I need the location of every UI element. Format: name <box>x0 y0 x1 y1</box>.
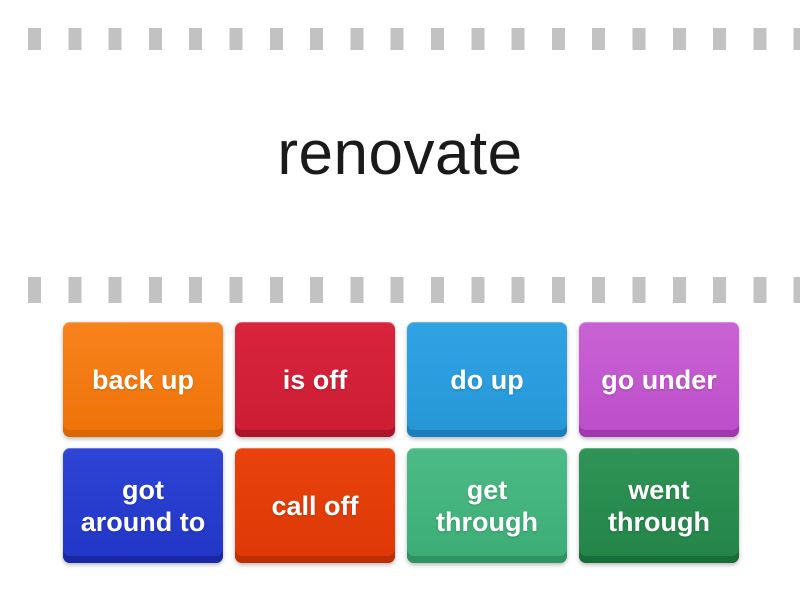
answer-grid: back up is off do up go under got around… <box>63 322 739 563</box>
film-strip-middle <box>28 277 800 303</box>
answer-tile-label: went through <box>608 474 710 537</box>
prompt-word: renovate <box>277 119 523 188</box>
answer-tile-call-off[interactable]: call off <box>235 448 395 563</box>
answer-tile-label: do up <box>450 364 524 395</box>
answer-tile-go-under[interactable]: go under <box>579 322 739 437</box>
answer-tile-label: is off <box>282 364 348 395</box>
answer-tile-label: back up <box>91 364 195 395</box>
film-strip-top <box>28 28 800 50</box>
answer-tile-do-up[interactable]: do up <box>407 322 567 437</box>
answer-tile-get-through[interactable]: get through <box>407 448 567 563</box>
answer-tile-label: call off <box>271 490 359 521</box>
answer-tile-got-around-to[interactable]: got around to <box>63 448 223 563</box>
answer-tile-label: go under <box>601 364 717 395</box>
answer-tile-is-off[interactable]: is off <box>235 322 395 437</box>
answer-tile-label: get through <box>436 474 538 537</box>
answer-tile-label: got around to <box>80 474 206 537</box>
answer-tile-back-up[interactable]: back up <box>63 322 223 437</box>
answer-tile-went-through[interactable]: went through <box>579 448 739 563</box>
